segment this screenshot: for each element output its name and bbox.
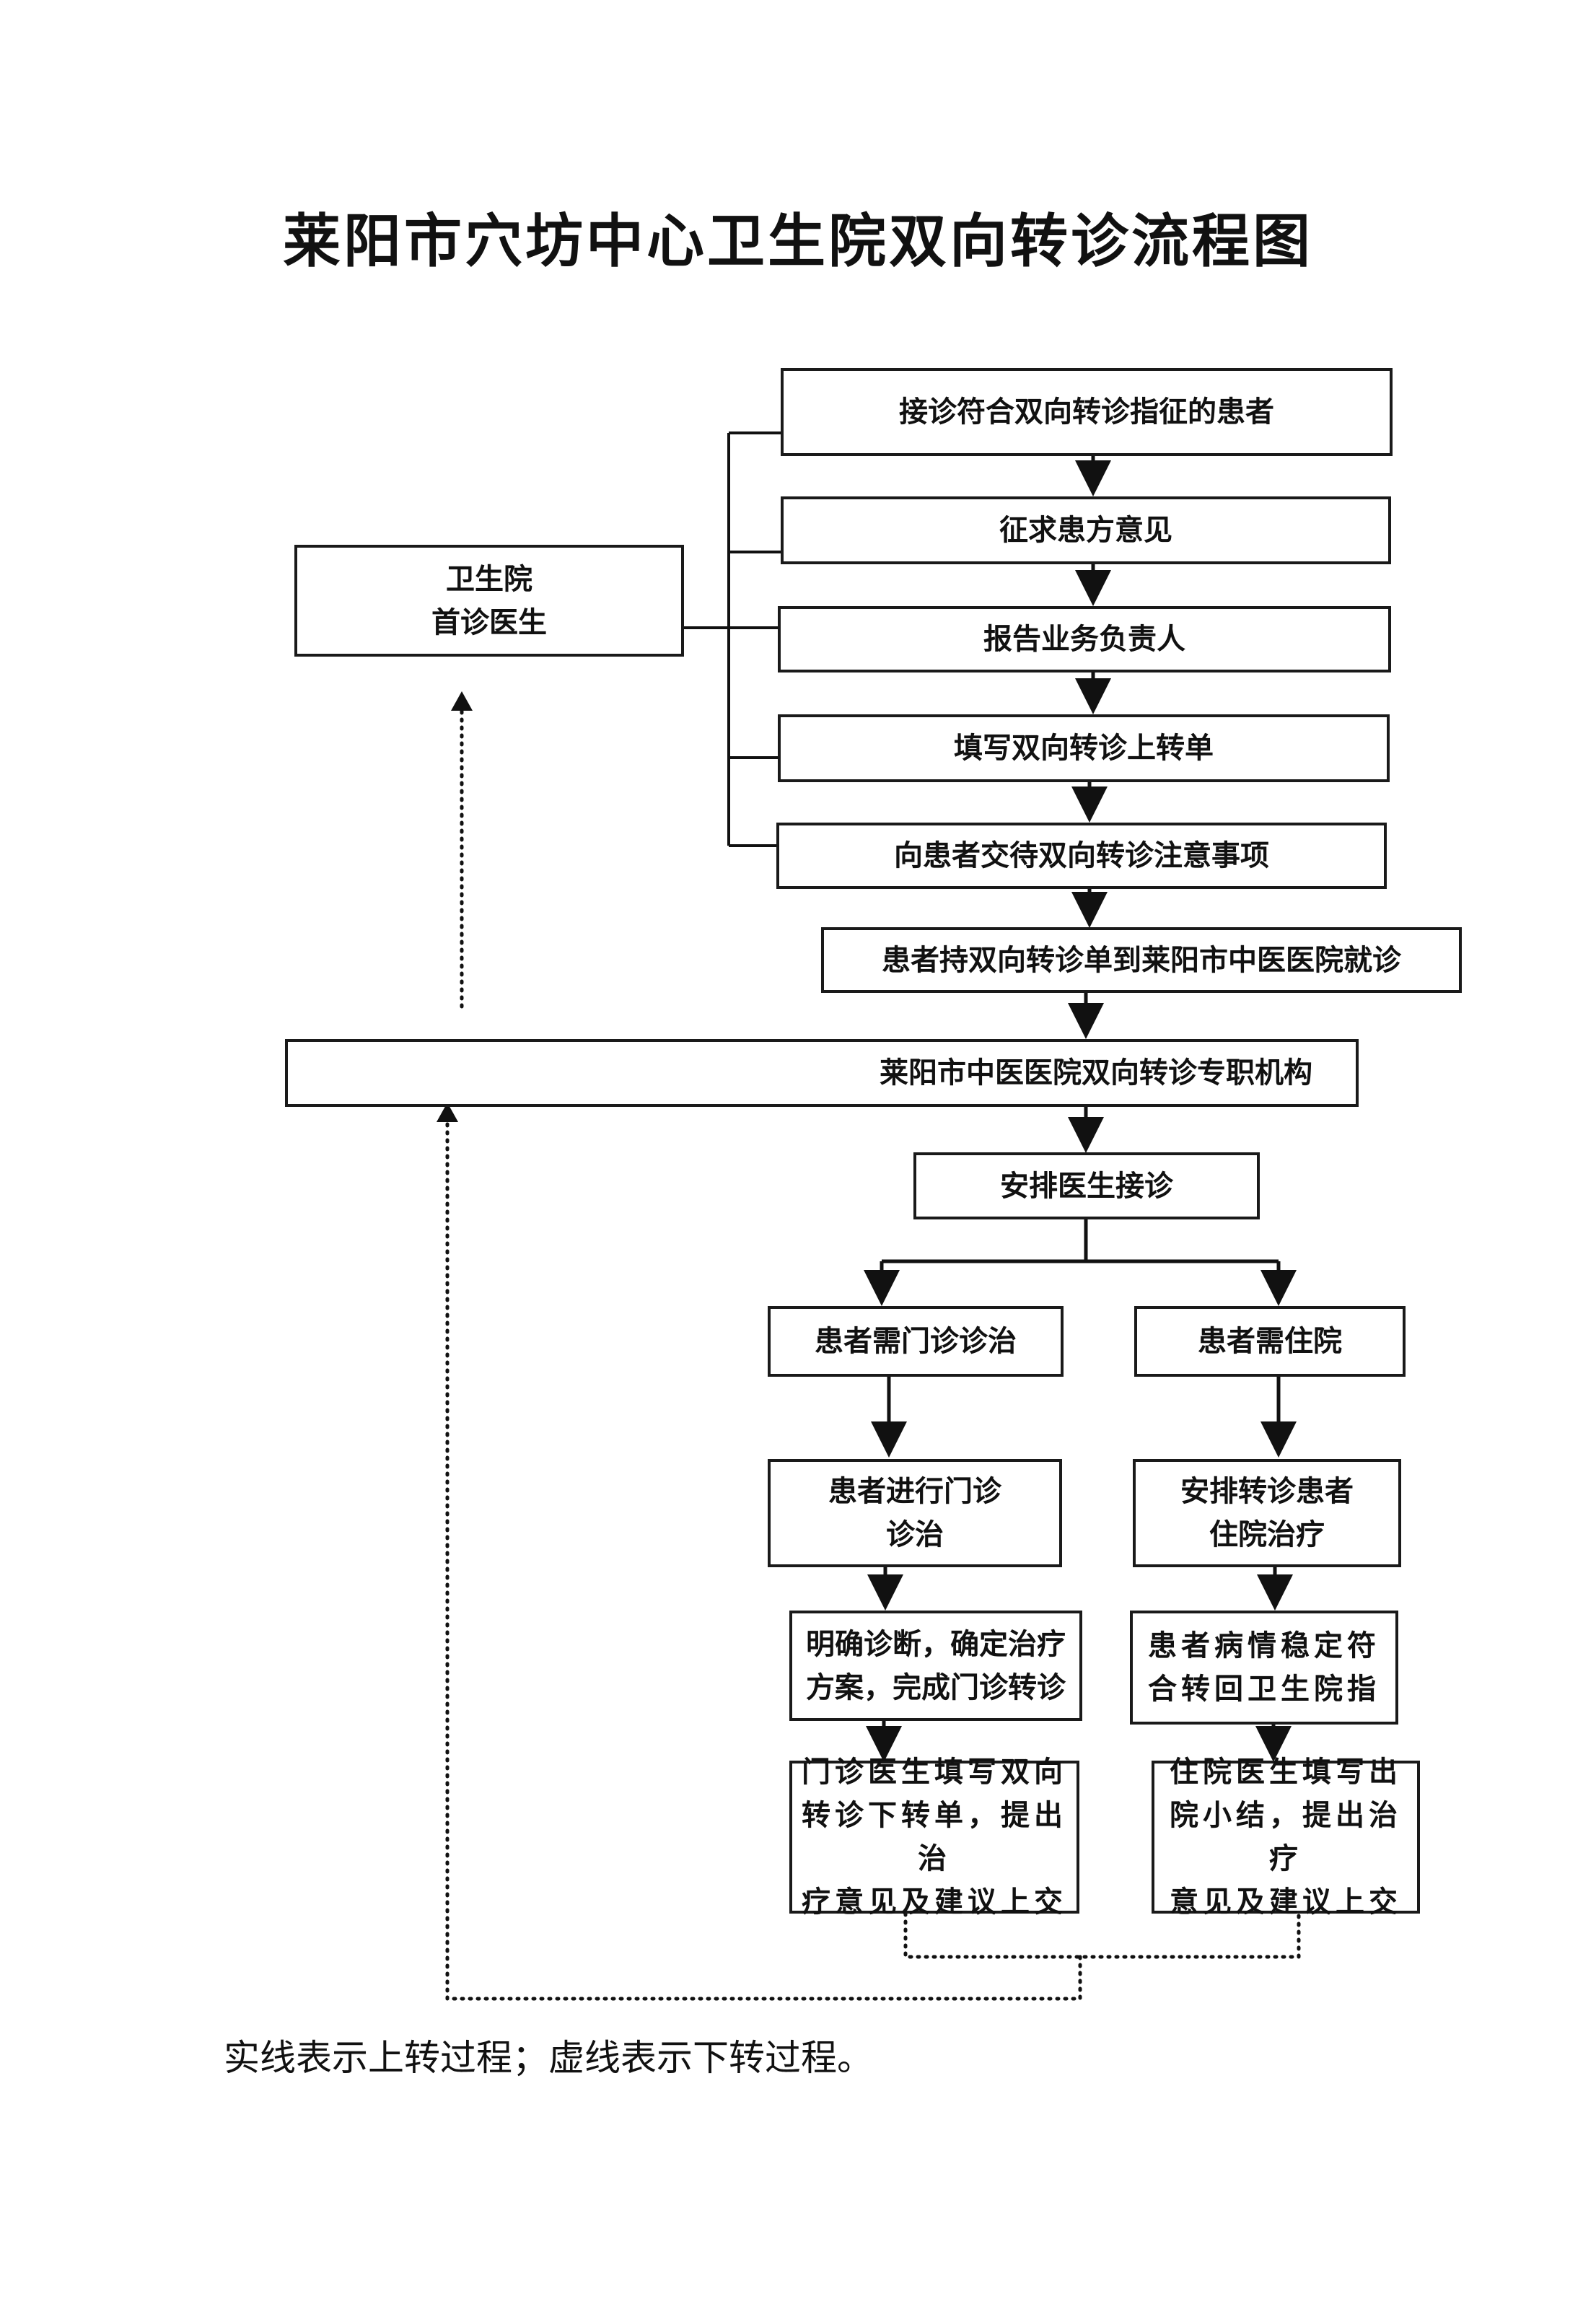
inpatient-need-label: 患者需住院 bbox=[1198, 1325, 1342, 1358]
inpatient-treat-box: 安排转诊患者 住院治疗 bbox=[1133, 1459, 1401, 1567]
step4-box: 填写双向转诊上转单 bbox=[778, 714, 1390, 782]
outpatient-done-box: 明确诊断，确定治疗 方案，完成门诊转诊 bbox=[789, 1611, 1082, 1721]
step6-label: 患者持双向转诊单到莱阳市中医医院就诊 bbox=[882, 943, 1401, 977]
dotted-merge bbox=[903, 1911, 1301, 1959]
inpatient-stable-label: 患者病情稳定符 合转回卫生院指 bbox=[1148, 1629, 1380, 1706]
outpatient-fill-label: 门诊医生填写双向 转诊下转单，提出治 疗意见及建议上交 bbox=[802, 1756, 1067, 1919]
outpatient-treat-box: 患者进行门诊 诊治 bbox=[768, 1459, 1062, 1567]
inpatient-stable-box: 患者病情稳定符 合转回卫生院指 bbox=[1130, 1611, 1398, 1725]
first-doctor-box: 卫生院 首诊医生 bbox=[294, 545, 684, 657]
inpatient-fill-box: 住院医生填写出 院小结，提出治疗 意见及建议上交 bbox=[1152, 1756, 1420, 1919]
step5-box: 向患者交待双向转诊注意事项 bbox=[776, 823, 1387, 889]
outpatient-need-label: 患者需门诊诊治 bbox=[815, 1325, 1017, 1358]
dotted-arrowhead-2 bbox=[451, 691, 473, 711]
dotted-return bbox=[445, 1120, 1082, 2001]
outpatient-need-box: 患者需门诊诊治 bbox=[768, 1306, 1064, 1377]
step2-label: 征求患方意见 bbox=[999, 514, 1172, 547]
inpatient-fill-label: 住院医生填写出 院小结，提出治疗 意见及建议上交 bbox=[1170, 1756, 1402, 1919]
step3-box: 报告业务负责人 bbox=[778, 606, 1391, 672]
step5-label: 向患者交待双向转诊注意事项 bbox=[894, 839, 1269, 872]
hospital-label: 莱阳市中医医院双向转诊专职机构 bbox=[880, 1056, 1312, 1090]
page-title: 莱阳市穴坊中心卫生院双向转诊流程图 bbox=[283, 208, 1313, 275]
step2-box: 征求患方意见 bbox=[781, 496, 1391, 564]
inpatient-treat-label: 安排转诊患者 住院治疗 bbox=[1180, 1475, 1354, 1551]
first-doctor-label: 卫生院 首诊医生 bbox=[431, 562, 547, 639]
outpatient-done-label: 明确诊断，确定治疗 方案，完成门诊转诊 bbox=[806, 1627, 1066, 1704]
step4-label: 填写双向转诊上转单 bbox=[954, 732, 1214, 765]
step3-label: 报告业务负责人 bbox=[983, 623, 1185, 656]
dotted-arrowhead-1 bbox=[437, 1103, 458, 1122]
outpatient-fill-box: 门诊医生填写双向 转诊下转单，提出治 疗意见及建议上交 bbox=[789, 1756, 1079, 1919]
step1-label: 接诊符合双向转诊指征的患者 bbox=[899, 395, 1274, 429]
step6-box: 患者持双向转诊单到莱阳市中医医院就诊 bbox=[821, 927, 1462, 993]
hospital-box: 莱阳市中医医院双向转诊专职机构 bbox=[285, 1039, 1359, 1107]
legend-note: 实线表示上转过程；虚线表示下转过程。 bbox=[224, 2037, 873, 2079]
arrange-box: 安排医生接诊 bbox=[913, 1152, 1260, 1219]
outpatient-treat-label: 患者进行门诊 诊治 bbox=[828, 1475, 1001, 1551]
arrange-label: 安排医生接诊 bbox=[1000, 1169, 1173, 1203]
step1-box: 接诊符合双向转诊指征的患者 bbox=[781, 368, 1393, 456]
inpatient-need-box: 患者需住院 bbox=[1134, 1306, 1406, 1377]
